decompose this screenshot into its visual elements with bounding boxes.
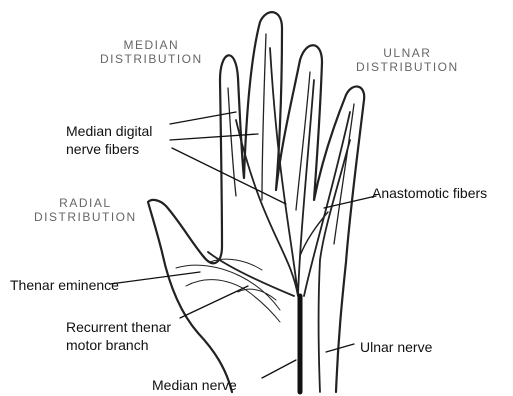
hand-outline: [148, 12, 364, 392]
finger-contours: [228, 34, 354, 244]
ulnar-nerve-label: Ulnar nerve: [360, 338, 432, 356]
anastomotic-label: Anastomotic fibers: [372, 184, 487, 202]
thenar-eminence-label: Thenar eminence: [10, 276, 119, 294]
median-nerve-label: Median nerve: [152, 376, 237, 394]
